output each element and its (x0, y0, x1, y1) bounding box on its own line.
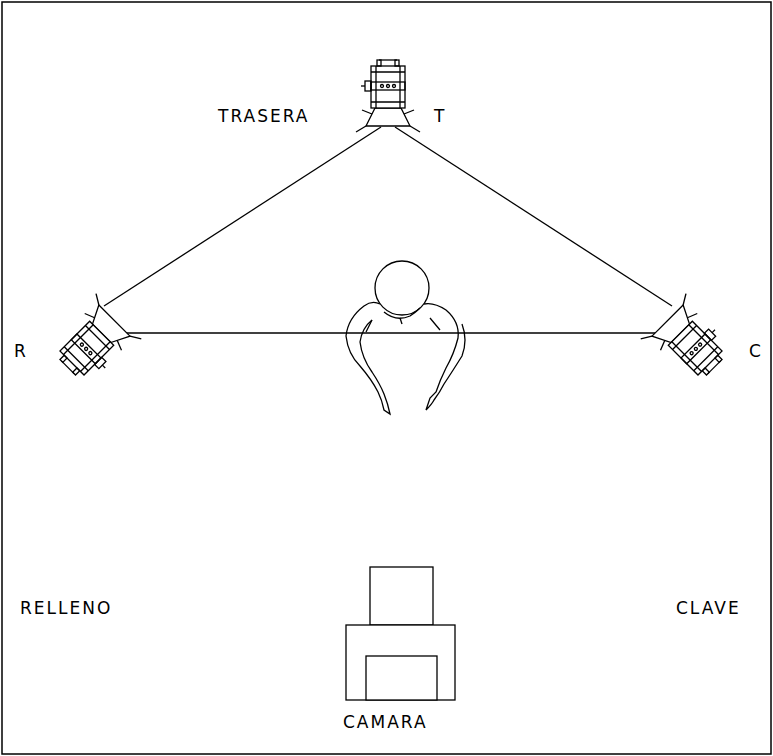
camera-name: CAMARA (343, 714, 428, 731)
lamp-name: RELLENO (20, 600, 112, 617)
lamp-letter: T (434, 108, 446, 125)
lamp-name: CLAVE (676, 600, 741, 617)
lamp-name: TRASERA (218, 108, 309, 125)
lamp-letter: C (749, 343, 763, 360)
lamp-letter: R (14, 343, 28, 360)
person-figure (346, 261, 465, 414)
camera-symbol (346, 567, 455, 700)
